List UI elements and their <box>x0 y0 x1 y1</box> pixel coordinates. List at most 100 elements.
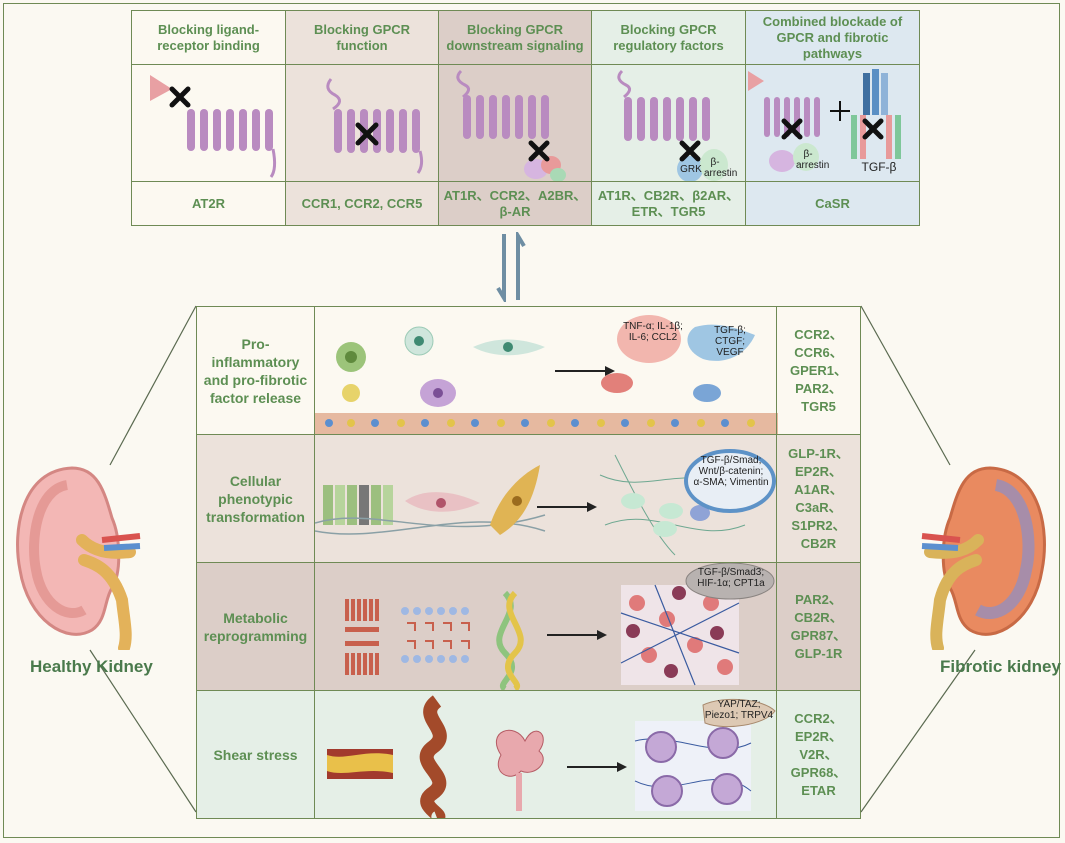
connector-lines <box>89 305 976 813</box>
cytokine-label: TNF-α; IL-1β; IL-6; CCL2 <box>623 321 683 343</box>
receptor-icon <box>764 97 820 137</box>
receptor-item: PAR2、 <box>795 591 842 607</box>
receptor-item: CCR2、 <box>794 710 843 726</box>
fibrotic-factor-label: TGF-β; CTGF; VEGF <box>714 325 746 358</box>
arrestin-label: β-arrestin <box>704 157 738 179</box>
fibrotic-kidney-label: Fibrotic kidney <box>940 657 1061 676</box>
receptor-list: CCR2、 EP2R、 V2R、 GPR68、 ETAR <box>776 691 860 818</box>
receptor-item: C3aR、 <box>795 499 842 515</box>
plus-icon <box>830 101 850 121</box>
healthy-kidney-icon <box>16 466 141 650</box>
mechanism-row-inflammation: Pro-inflammatory and pro-fibrotic factor… <box>196 306 861 435</box>
column-receptors: AT1R、CCR2、A2BR、β-AR <box>439 181 591 225</box>
mitochondria-bubble <box>685 563 775 600</box>
receptor-item: GPR68、 <box>790 764 847 780</box>
lipid-bilayer-icon <box>345 599 379 675</box>
strategy-column-combined: Combined blockade of GPCR and fibrotic p… <box>745 10 920 226</box>
block-cross-icon <box>355 122 379 146</box>
receptor-icon <box>187 109 273 151</box>
ligand-triangle <box>150 75 172 101</box>
function-block-illustration <box>326 78 424 174</box>
block-cross-icon <box>169 86 191 108</box>
regulatory-block-illustration <box>617 69 728 182</box>
pathway-label: TGF-β/Smad; Wnt/β-catenin; α-SMA; Viment… <box>693 455 769 488</box>
arrestin-label: β-arrestin <box>796 149 830 171</box>
mechanism-row-metabolic: Metabolic reprogramming TGF-β/ <box>196 562 861 691</box>
receptor-item: CCR6、 <box>794 344 843 360</box>
bidirectional-arrow-icon <box>496 232 526 302</box>
phenotypic-illustration <box>315 449 776 556</box>
block-cross-icon <box>781 118 884 140</box>
epithelial-cells <box>323 485 393 525</box>
receptor-icon <box>463 95 549 139</box>
block-cross-icon <box>528 140 550 162</box>
column-title: Blocking GPCR function <box>286 11 438 65</box>
receptor-item: EP2R、 <box>795 728 842 744</box>
column-receptors: AT2R <box>132 181 285 225</box>
tgf-receptor-icon <box>851 69 901 159</box>
receptor-list: CCR2、 CCR6、 GPER1、 PAR2、 TGR5 <box>776 307 860 434</box>
receptor-item: TGR5 <box>801 398 836 414</box>
block-cross-icon <box>679 140 701 162</box>
receptor-item: GPER1、 <box>789 362 848 378</box>
strategy-column-downstream: Blocking GPCR downstream signaling AT1R、… <box>438 10 592 226</box>
ligand-block-illustration <box>150 75 277 178</box>
receptor-icon <box>624 97 710 141</box>
fibrotic-factor-bubble <box>687 324 755 361</box>
tortuous-vessel-icon <box>419 695 447 818</box>
strategy-column-function: Blocking GPCR function CCR1, CCR2, CCR5 <box>285 10 439 226</box>
receptor-item: CB2R、 <box>794 609 843 625</box>
receptor-item: GLP-1R <box>794 645 843 661</box>
receptor-item: CCR2、 <box>794 326 843 342</box>
tgf-label: TGF-β <box>861 160 897 174</box>
grk-label: GRK <box>680 164 702 175</box>
receptor-item: CB2R <box>800 535 837 551</box>
outer-frame <box>3 3 1060 838</box>
combined-block-illustration <box>748 69 901 172</box>
dna-helix-icon <box>496 590 524 690</box>
grk-icon <box>677 156 703 182</box>
column-title: Blocking GPCR regulatory factors <box>592 11 745 65</box>
column-title: Combined blockade of GPCR and fibrotic p… <box>746 11 919 65</box>
column-title: Blocking ligand-receptor binding <box>132 11 285 65</box>
receptor-item: EP2R、 <box>795 463 842 479</box>
row-title: Cellular phenotypic transformation <box>197 435 315 562</box>
metabolic-illustration <box>345 563 775 690</box>
downstream-block-illustration <box>456 69 566 182</box>
mechanism-row-shear: Shear stress YAP/TAZ; Piezo1; TRPV4 CCR2… <box>196 690 861 819</box>
receptor-icon <box>334 109 420 153</box>
pathway-bubble <box>684 449 776 513</box>
row-title: Shear stress <box>197 691 315 818</box>
mechanosensor-bubble <box>702 698 776 728</box>
column-receptors: CCR1, CCR2, CCR5 <box>286 181 438 225</box>
shear-stress-illustration <box>327 695 776 818</box>
inflammation-illustration <box>315 315 778 434</box>
receptor-item: V2R、 <box>799 746 838 762</box>
receptor-item: A1AR、 <box>794 481 843 497</box>
column-receptors: AT1R、CB2R、β2AR、ETR、TGR5 <box>592 181 745 225</box>
fibrotic-kidney-icon <box>921 466 1046 650</box>
row-title: Pro-inflammatory and pro-fibrotic factor… <box>197 307 315 434</box>
cytokine-bubble <box>617 315 681 363</box>
receptor-item: GLP-1R、 <box>788 445 849 461</box>
receptor-item: S1PR2、 <box>791 517 846 533</box>
column-title: Blocking GPCR downstream signaling <box>439 11 591 65</box>
receptor-item: GPR87、 <box>790 627 847 643</box>
receptor-item: PAR2、 <box>795 380 842 396</box>
mechanism-row-phenotypic: Cellular phenotypic transformation TGF-β… <box>196 434 861 563</box>
metabolic-pathway-label: TGF-β/Smad3; HIF-1α; CPT1a <box>697 567 765 589</box>
strategy-column-regulatory: Blocking GPCR regulatory factors GRK β-a… <box>591 10 746 226</box>
strategy-grid: Blocking ligand-receptor binding AT2R Bl… <box>131 10 920 226</box>
healthy-kidney-label: Healthy Kidney <box>30 657 153 676</box>
glomerulus-icon <box>495 729 544 811</box>
row-title: Metabolic reprogramming <box>197 563 315 690</box>
arrestin-icon <box>700 149 728 181</box>
receptor-list: PAR2、 CB2R、 GPR87、 GLP-1R <box>776 563 860 690</box>
mechanosensor-label: YAP/TAZ; Piezo1; TRPV4 <box>704 699 774 721</box>
column-receptors: CaSR <box>746 181 919 225</box>
vessel-plaque-icon <box>327 749 393 779</box>
ligand-triangle <box>748 71 764 91</box>
receptor-item: ETAR <box>801 782 836 798</box>
receptor-list: GLP-1R、 EP2R、 A1AR、 C3aR、 S1PR2、 CB2R <box>776 435 860 562</box>
